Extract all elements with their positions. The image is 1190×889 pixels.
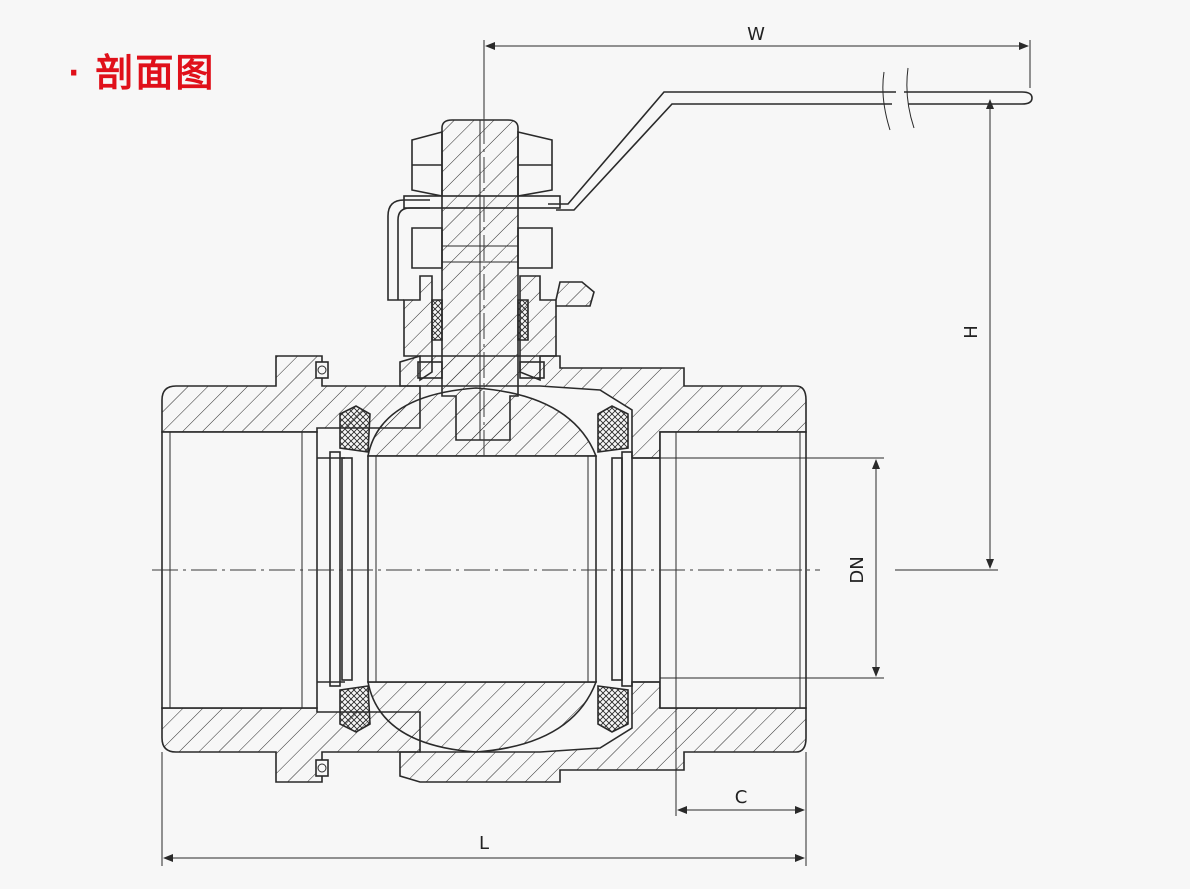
label-c: C [735,787,748,808]
lever-handle [548,67,1033,211]
title-bullet: · [68,56,82,91]
label-l: L [479,833,489,854]
title-text: 剖面图 [95,51,216,95]
stem-nuts [403,130,561,379]
label-h: H [961,325,982,339]
label-w: W [747,24,765,45]
dimension-dn: DN [660,457,884,679]
dimension-l: L [161,752,805,866]
page-title: · 剖面图 [68,42,215,97]
seats [329,405,633,733]
dimension-c: C [675,708,807,866]
dimension-h: H [895,99,998,571]
dimension-w: W [483,24,1031,118]
stem [431,119,529,441]
label-dn: DN [847,556,868,583]
